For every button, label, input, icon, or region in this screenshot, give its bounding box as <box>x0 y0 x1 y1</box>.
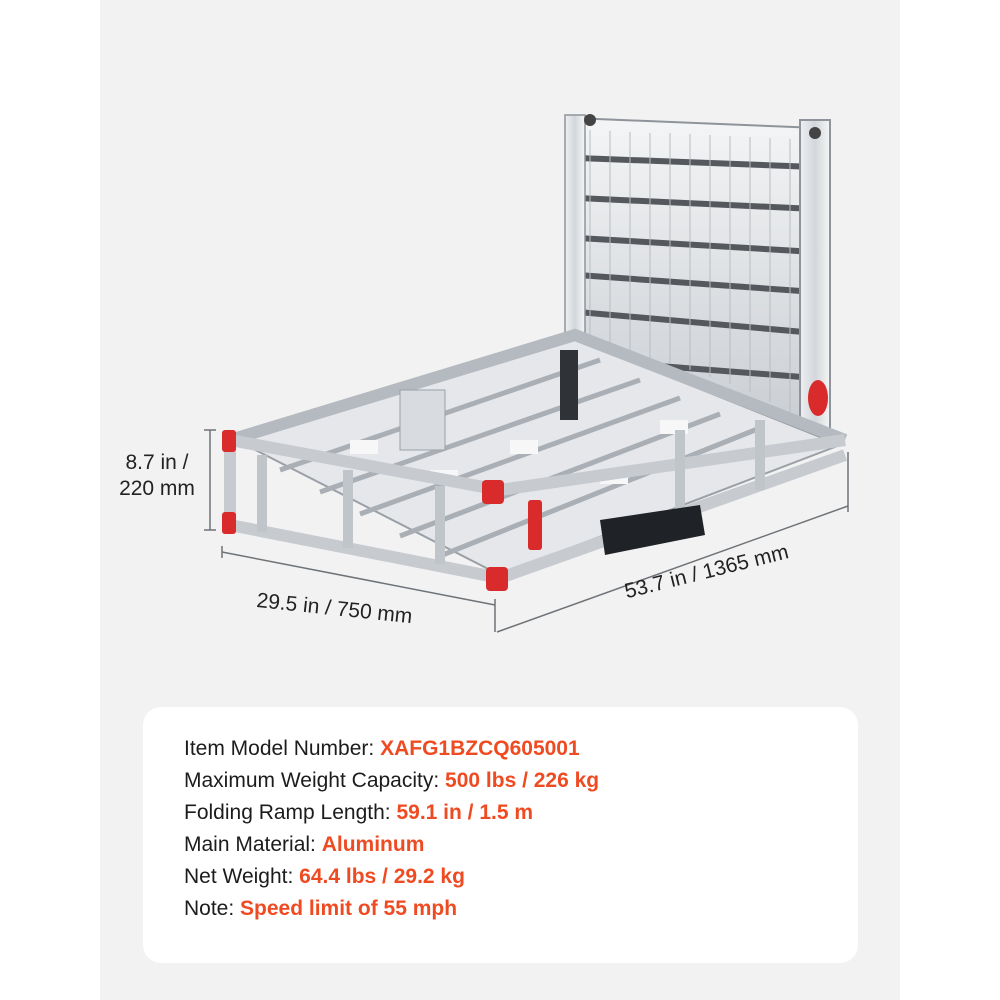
reflectors <box>222 380 828 591</box>
spec-label: Maximum Weight Capacity: <box>184 769 446 792</box>
spec-value: Aluminum <box>321 833 425 856</box>
spec-value: XAFG1BZCQ605001 <box>380 737 580 760</box>
spec-label: Main Material: <box>184 833 322 856</box>
spec-value: 59.1 in / 1.5 m <box>396 801 534 824</box>
spec-row-ramp-length: Folding Ramp Length: 59.1 in / 1.5 m <box>184 799 599 831</box>
spec-label: Note: <box>184 897 241 920</box>
hitch-bar <box>600 505 705 555</box>
spec-row-capacity: Maximum Weight Capacity: 500 lbs / 226 k… <box>184 767 599 799</box>
spec-row-material: Main Material: Aluminum <box>184 831 599 863</box>
spec-label: Folding Ramp Length: <box>184 801 397 824</box>
spec-row-model: Item Model Number: XAFG1BZCQ605001 <box>184 735 599 767</box>
spec-value: 500 lbs / 226 kg <box>445 769 600 792</box>
cargo-carrier-illustration <box>204 114 849 633</box>
spec-card: Item Model Number: XAFG1BZCQ605001 Maxim… <box>143 707 858 963</box>
spec-value: Speed limit of 55 mph <box>240 897 458 920</box>
height-dimension-label: 8.7 in / 220 mm <box>119 451 195 501</box>
spec-row-note: Note: Speed limit of 55 mph <box>184 895 599 927</box>
dimension-lines <box>204 429 849 633</box>
spec-label: Net Weight: <box>184 865 300 888</box>
spec-label: Item Model Number: <box>184 737 381 760</box>
spec-row-net-weight: Net Weight: 64.4 lbs / 29.2 kg <box>184 863 599 895</box>
spec-list: Item Model Number: XAFG1BZCQ605001 Maxim… <box>184 735 599 927</box>
spec-value: 64.4 lbs / 29.2 kg <box>299 865 465 888</box>
